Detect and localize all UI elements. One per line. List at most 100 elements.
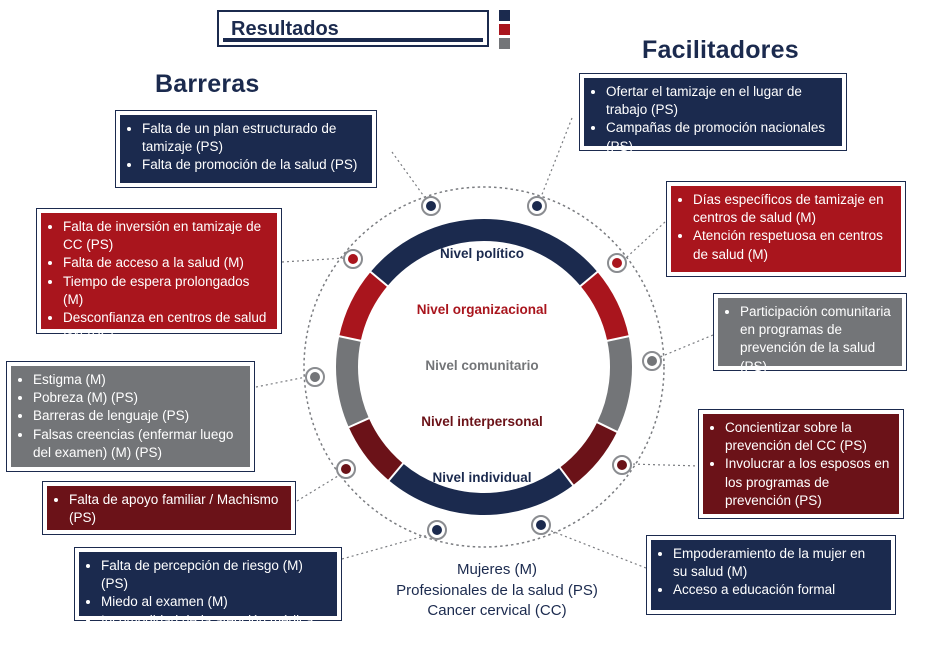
list-item: Tiempo de espera prolongados (M)	[63, 273, 269, 309]
list-item: Falta de percepción de riesgo (M) (PS)	[101, 557, 329, 593]
list-item: Falta de inversión en tamizaje de CC (PS…	[63, 218, 269, 254]
legend-square-navy	[499, 10, 510, 21]
list-item: Involucrar a los esposos en los programa…	[725, 455, 891, 510]
legend-square-gray	[499, 38, 510, 49]
facilitator-card-organizacional: Días específicos de tamizaje en centros …	[666, 181, 906, 277]
barriers-heading: Barreras	[155, 70, 260, 98]
ring-separator	[347, 416, 371, 429]
barrier-card-comunitario-body: Estigma (M) Pobreza (M) (PS) Barreras de…	[11, 366, 250, 467]
connector-facilitator-5	[548, 529, 647, 569]
ring-segment-interpersonal-left	[348, 417, 404, 481]
list-item: Ofertar el tamizaje en el lugar de traba…	[606, 83, 834, 119]
list-item: Pobreza (M) (PS)	[33, 389, 242, 407]
ring-segment-comunitario-left	[336, 336, 370, 428]
marker-facilitator-3	[642, 351, 662, 371]
list-item: Días específicos de tamizaje en centros …	[693, 191, 893, 227]
level-label-individual: Nivel individual	[432, 470, 531, 485]
connector-barrier-3	[255, 376, 307, 388]
list-item: Desconfianza en centros de salud (M) (PS…	[63, 309, 269, 345]
page-title: Resultados	[231, 18, 339, 40]
list-item: Incomodidad de la atención médica (M)	[101, 612, 329, 648]
connector-facilitator-3	[659, 334, 714, 358]
marker-facilitator-4	[612, 455, 632, 475]
ring-separator	[369, 270, 389, 288]
ring-separator	[338, 335, 362, 342]
barrier-card-organizacional-body: Falta de inversión en tamizaje de CC (PS…	[41, 213, 277, 343]
barrier-card-politico: Falta de un plan estructurado de tamizaj…	[115, 110, 377, 188]
ring-segment-politico-top	[370, 219, 598, 287]
facilitator-card-comunitario: Participación comunitaria en programas d…	[713, 293, 907, 374]
facilitator-card-politico: Ofertar el tamizaje en el lugar de traba…	[579, 73, 847, 154]
legend-item-profesionales: Profesionales de la salud (PS)	[396, 581, 598, 599]
ring-separator	[558, 466, 575, 487]
marker-barrier-1	[421, 196, 441, 216]
facilitator-card-organizacional-body: Días específicos de tamizaje en centros …	[671, 186, 901, 272]
list-item: Atención respetuosa en centros de salud …	[693, 227, 893, 263]
marker-barrier-5	[427, 520, 447, 540]
ring-markers	[305, 196, 662, 540]
list-item: Barreras de lenguaje (PS)	[33, 407, 242, 425]
barrier-card-comunitario: Estigma (M) Pobreza (M) (PS) Barreras de…	[6, 361, 255, 472]
facilitators-heading: Facilitadores	[642, 36, 799, 64]
level-label-interpersonal: Nivel interpersonal	[421, 414, 543, 429]
list-item: Campañas de promoción nacionales (PS)	[606, 119, 834, 155]
ring-separator	[595, 420, 619, 434]
list-item: Participación comunitaria en programas d…	[740, 303, 894, 376]
barrier-card-interpersonal: Falta de apoyo familiar / Machismo (PS)	[42, 481, 296, 535]
facilitator-card-interpersonal: Concientizar sobre la prevención del CC …	[698, 409, 904, 519]
ring-segment-comunitario-right	[597, 336, 632, 432]
ring-segment-organizacional-left	[339, 271, 388, 342]
legend-square-red	[499, 24, 510, 35]
legend-item-mujeres: Mujeres (M)	[456, 561, 537, 578]
level-label-organizacional: Nivel organizacional	[417, 302, 548, 317]
connector-barrier-2	[281, 257, 346, 263]
level-label-comunitario: Nivel comunitario	[425, 358, 538, 373]
ring-separator	[387, 462, 405, 482]
barrier-card-individual: Falta de percepción de riesgo (M) (PS) M…	[74, 547, 342, 646]
marker-facilitator-1	[527, 196, 547, 216]
list-item: Empoderamiento de la mujer en su salud (…	[673, 545, 883, 581]
list-item: Miedo al examen (M)	[101, 593, 329, 611]
barrier-card-individual-body: Falta de percepción de riesgo (M) (PS) M…	[79, 552, 337, 646]
title-underline	[223, 38, 483, 42]
ring-separator	[606, 335, 630, 342]
list-item: Falta de acceso a la salud (M)	[63, 254, 269, 272]
list-item: Concientizar sobre la prevención del CC …	[725, 419, 891, 455]
ring-segment-interpersonal-right	[559, 421, 618, 486]
marker-barrier-4	[336, 459, 356, 479]
barrier-card-interpersonal-body: Falta de apoyo familiar / Machismo (PS)	[47, 486, 291, 530]
marker-barrier-3	[305, 367, 325, 387]
level-ring	[336, 219, 632, 515]
list-item: Falta de apoyo familiar / Machismo (PS)	[69, 491, 283, 527]
legend-item-cancer: Cancer cervical (CC)	[427, 602, 567, 619]
ring-separator	[579, 270, 599, 288]
abbreviation-legend: Mujeres (M) Profesionales de la salud (P…	[380, 560, 614, 622]
ring-segment-individual-bottom	[388, 463, 574, 515]
barrier-card-organizacional: Falta de inversión en tamizaje de CC (PS…	[36, 208, 282, 343]
title-box: Resultados	[217, 10, 489, 47]
marker-facilitator-5	[531, 515, 551, 535]
marker-barrier-2	[343, 249, 363, 269]
connector-facilitator-4	[629, 463, 701, 467]
facilitator-card-interpersonal-body: Concientizar sobre la prevención del CC …	[703, 414, 899, 514]
facilitator-card-comunitario-body: Participación comunitaria en programas d…	[718, 298, 902, 374]
list-item: Falta de promoción de la salud (PS)	[142, 156, 364, 174]
connector-facilitator-2	[626, 221, 666, 258]
facilitator-card-individual: Empoderamiento de la mujer en su salud (…	[646, 535, 896, 615]
connector-facilitator-1	[540, 117, 573, 198]
connector-barrier-1	[391, 151, 424, 196]
level-label-politico: Nivel político	[440, 246, 524, 261]
facilitator-card-individual-body: Empoderamiento de la mujer en su salud (…	[651, 540, 891, 610]
outer-dashed-ring	[303, 186, 665, 548]
list-item: Estigma (M)	[33, 371, 242, 389]
list-item: Falsas creencias (enfermar luego del exa…	[33, 426, 242, 462]
marker-facilitator-2	[607, 253, 627, 273]
connector-barrier-5	[341, 534, 429, 560]
list-item: Falta de un plan estructurado de tamizaj…	[142, 120, 364, 156]
facilitator-card-politico-body: Ofertar el tamizaje en el lugar de traba…	[584, 78, 842, 154]
barrier-card-politico-body: Falta de un plan estructurado de tamizaj…	[120, 115, 372, 183]
list-item: Acceso a educación formal	[673, 581, 883, 599]
connector-barrier-4	[296, 475, 339, 502]
ring-segment-organizacional-right	[580, 271, 629, 342]
